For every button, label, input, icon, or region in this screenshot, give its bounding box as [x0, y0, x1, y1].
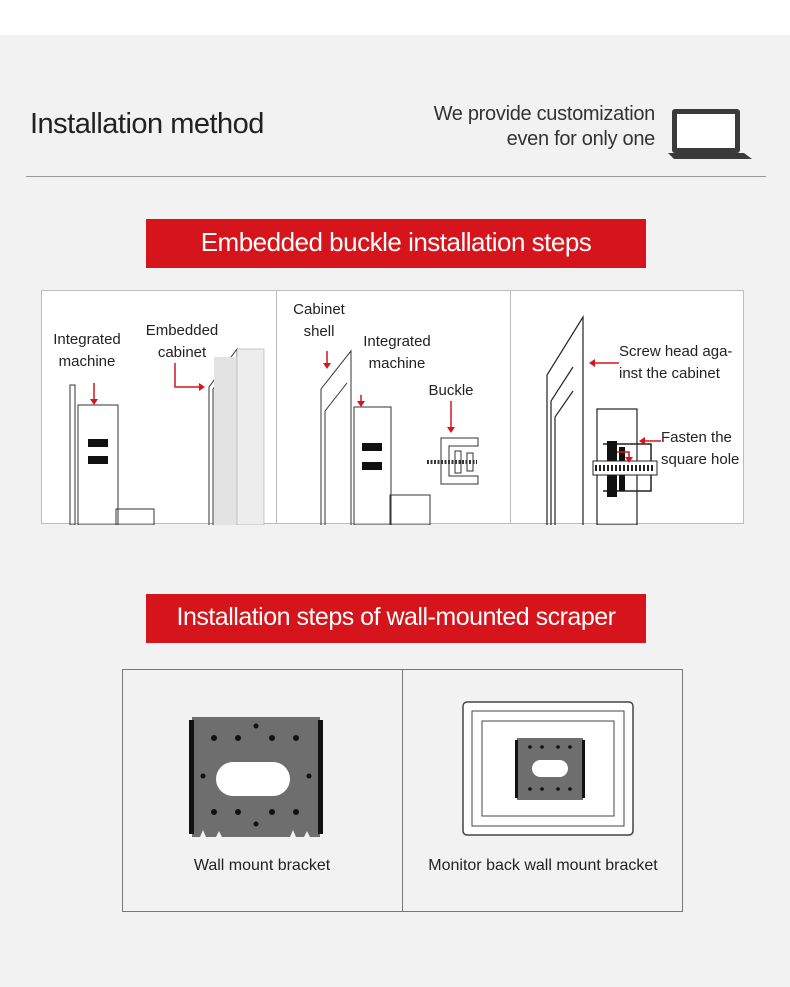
diagram-panel-3: Screw head aga- inst the cabinet Fasten …: [510, 290, 744, 525]
page-title: Installation method: [30, 108, 264, 140]
section-banner-embedded: Embedded buckle installation steps: [146, 219, 646, 268]
wall-mount-bracket-image: [189, 717, 323, 837]
embedded-cabinet-diagram: [69, 347, 265, 525]
header-divider: [26, 176, 766, 177]
bracket-divider: [402, 669, 403, 912]
buckle-diagram: [320, 349, 479, 525]
monitor-back-bracket-image: [462, 701, 634, 836]
tagline-line-1: We provide customization: [433, 103, 656, 125]
laptop-icon: [668, 109, 752, 159]
label-buckle: Buckle: [428, 382, 474, 399]
diagram-panel-2: Cabinet shell Integrated machine Buckle: [276, 290, 511, 525]
label-fasten-hole: Fasten the square hole: [661, 429, 740, 468]
tagline: We provide customization even for only o…: [433, 102, 656, 152]
diagram-panel-1: Integrated machine Embedded cabinet: [41, 290, 277, 525]
label-cabinet-shell: Cabinet shell: [293, 301, 345, 340]
section-banner-wall-mount: Installation steps of wall-mounted scrap…: [146, 594, 646, 643]
label-embedded-cabinet: Embedded cabinet: [145, 322, 219, 361]
label-integrated-machine: Integrated machine: [53, 331, 121, 370]
label-screw-head: Screw head aga- inst the cabinet: [619, 343, 733, 382]
tagline-line-2: even for only one: [506, 128, 656, 150]
caption-monitor-back-bracket: Monitor back wall mount bracket: [428, 857, 658, 874]
fasten-screw-diagram: [546, 314, 661, 525]
caption-wall-mount-bracket: Wall mount bracket: [193, 857, 331, 874]
label-integrated-machine-2: Integrated machine: [363, 333, 431, 372]
